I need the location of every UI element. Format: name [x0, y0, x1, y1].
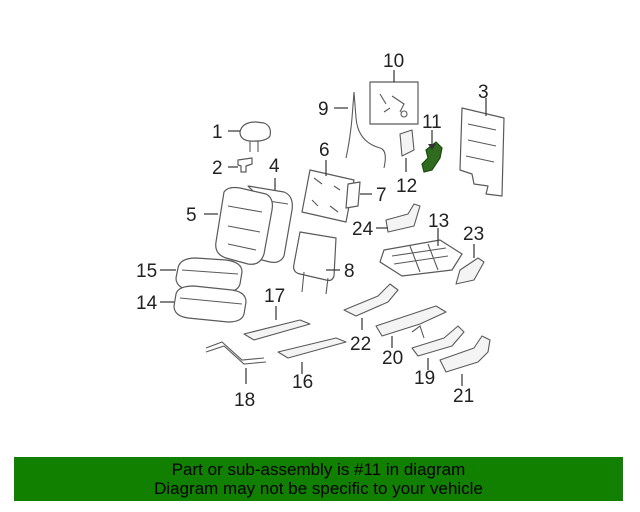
parts-diagram: 1 2 4 5 15 14 6: [136, 51, 505, 411]
callout-5: 5: [186, 205, 197, 226]
part-19-track-bracket: 19: [411, 325, 465, 389]
banner-line-2: Diagram may not be specific to your vehi…: [154, 479, 483, 498]
banner-line-1: Part or sub-assembly is #11 in diagram: [171, 460, 466, 479]
callout-1: 1: [212, 122, 223, 143]
notice-banner: Part or sub-assembly is #11 in diagram D…: [14, 457, 623, 501]
part-5-seatback: 5: [186, 186, 273, 265]
part-1-headrest: 1: [212, 121, 271, 152]
callout-20: 20: [382, 348, 403, 369]
part-7-bracket: 7: [345, 181, 387, 209]
part-20-track: 20: [375, 305, 447, 369]
part-9-wire: 9: [318, 91, 386, 169]
part-2-guide: 2: [212, 157, 253, 179]
part-3-side-frame: 3: [459, 82, 505, 197]
part-14-cushion-pad: 14: [136, 285, 247, 323]
callout-4: 4: [269, 156, 280, 177]
callout-2: 2: [212, 158, 223, 179]
part-15-cushion: 15: [136, 257, 243, 293]
callout-24: 24: [352, 219, 374, 240]
part-24-guide: 24: [352, 203, 421, 240]
callout-23: 23: [463, 224, 484, 245]
callout-9: 9: [318, 99, 329, 120]
callout-22: 22: [350, 334, 371, 355]
callout-18: 18: [234, 390, 255, 411]
callout-3: 3: [478, 82, 489, 103]
callout-14: 14: [136, 293, 158, 314]
callout-13: 13: [428, 211, 449, 232]
part-16-lower-rail: 16: [277, 337, 347, 393]
callout-8: 8: [344, 261, 355, 282]
part-17-rail: 17: [243, 286, 311, 341]
callout-12: 12: [396, 176, 417, 197]
callout-21: 21: [453, 386, 474, 407]
part-12-cover: 12: [396, 129, 417, 197]
callout-15: 15: [136, 261, 157, 282]
callout-11: 11: [422, 112, 442, 133]
part-21-outer-cover: 21: [439, 335, 491, 407]
part-11-bracket-highlighted: 11: [421, 112, 443, 173]
part-13-seat-frame: 13: [379, 211, 463, 277]
callout-7: 7: [376, 185, 387, 206]
part-18-trim-strip: 18: [205, 341, 267, 411]
part-8-back-panel: 8: [293, 231, 355, 295]
part-23-side-cover: 23: [455, 224, 485, 285]
part-22-rail-cover: 22: [343, 283, 399, 355]
callout-16: 16: [292, 372, 313, 393]
callout-10: 10: [383, 51, 404, 72]
callout-19: 19: [414, 368, 435, 389]
callout-17: 17: [264, 286, 285, 307]
part-6-back-board: 6: [301, 140, 355, 223]
part-10-hardware-kit: 10: [369, 51, 419, 125]
callout-6: 6: [319, 140, 330, 161]
